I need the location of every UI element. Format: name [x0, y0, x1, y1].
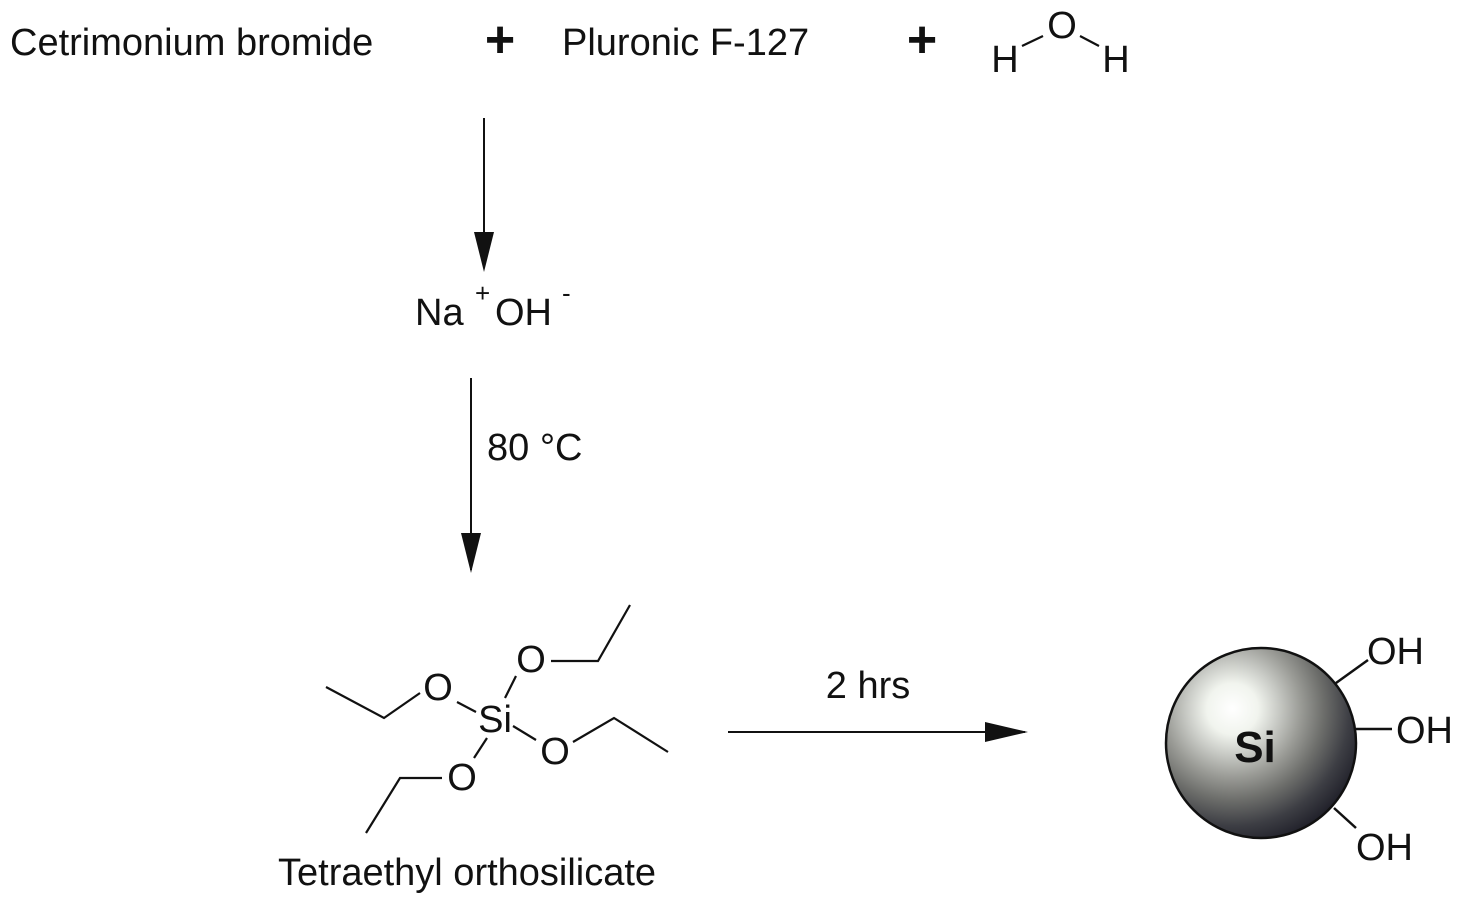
- water-h-left: H: [991, 39, 1018, 81]
- arrow-down-2-head: [461, 533, 481, 573]
- water-bond-right: [1079, 35, 1100, 47]
- water-o: O: [1047, 5, 1077, 47]
- bond-si-o-top: [504, 675, 517, 699]
- bond-oh-top: [1335, 658, 1369, 685]
- water-h-right: H: [1102, 39, 1129, 81]
- ethyl-bottom: [365, 776, 442, 834]
- teos-structure: Si O O O O Tetraethyl orthosilicate: [278, 604, 669, 894]
- plus-sign-2: +: [907, 11, 937, 69]
- na-label: Na: [415, 292, 464, 334]
- teos-o-right: O: [540, 731, 570, 773]
- temperature-condition: 80 °C: [487, 427, 582, 469]
- bond-si-o-left: [456, 701, 477, 713]
- silica-nanoparticle: Si OH OH OH: [1164, 631, 1453, 869]
- ethyl-left: [325, 686, 421, 720]
- teos-si: Si: [478, 699, 512, 741]
- pluronic-label: Pluronic F-127: [562, 22, 809, 64]
- oh-middle-label: OH: [1396, 710, 1453, 752]
- water-molecule: H O H: [991, 5, 1129, 81]
- ethyl-top: [551, 604, 631, 663]
- teos-o-top: O: [516, 639, 546, 681]
- na-charge: +: [475, 278, 490, 308]
- water-bond-left: [1021, 35, 1044, 47]
- arrow-down-1-head: [474, 232, 494, 272]
- oh-label: OH: [495, 292, 552, 334]
- silica-sphere: [1164, 646, 1358, 840]
- teos-o-bottom: O: [447, 757, 477, 799]
- plus-sign-1: +: [485, 11, 515, 69]
- bond-oh-bottom: [1333, 807, 1357, 829]
- sphere-si-label: Si: [1234, 723, 1276, 772]
- bond-si-o-right: [512, 725, 537, 741]
- teos-o-left: O: [423, 667, 453, 709]
- time-condition: 2 hrs: [826, 665, 910, 707]
- sodium-hydroxide: Na + OH -: [415, 278, 571, 334]
- teos-name: Tetraethyl orthosilicate: [278, 852, 656, 894]
- oh-bottom-label: OH: [1356, 827, 1413, 869]
- ethyl-right: [572, 716, 669, 753]
- arrow-right-head: [985, 722, 1028, 742]
- bond-si-o-bottom: [473, 737, 488, 759]
- oh-top-label: OH: [1367, 631, 1424, 673]
- oh-charge: -: [562, 278, 571, 308]
- ctab-label: Cetrimonium bromide: [10, 22, 373, 64]
